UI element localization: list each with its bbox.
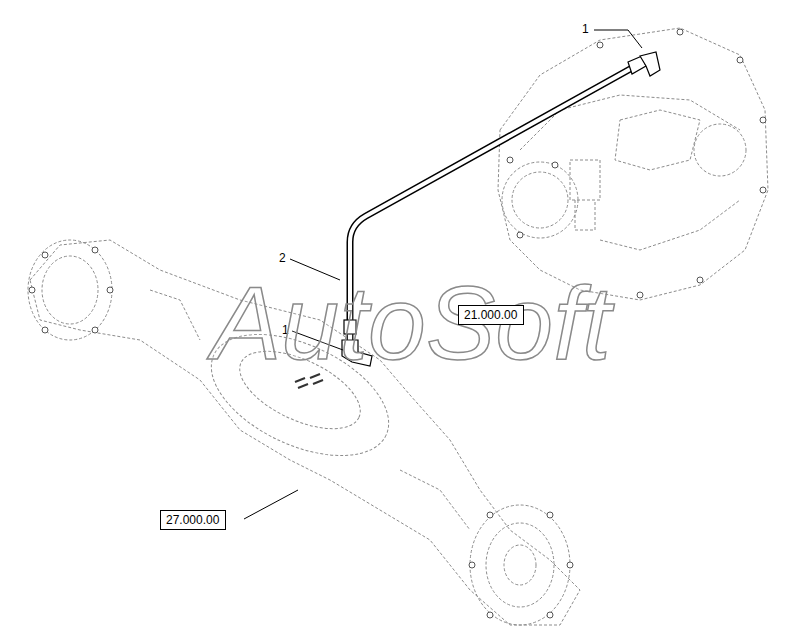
reference-box: 27.000.00: [160, 510, 226, 530]
watermark: AutoSoft: [212, 268, 611, 378]
reference-text: 21.000.00: [464, 308, 518, 322]
callout-number: 2: [279, 251, 286, 265]
reference-box: 21.000.00: [458, 305, 524, 325]
reference-text: 27.000.00: [166, 513, 220, 527]
callout-number: 1: [582, 22, 589, 36]
